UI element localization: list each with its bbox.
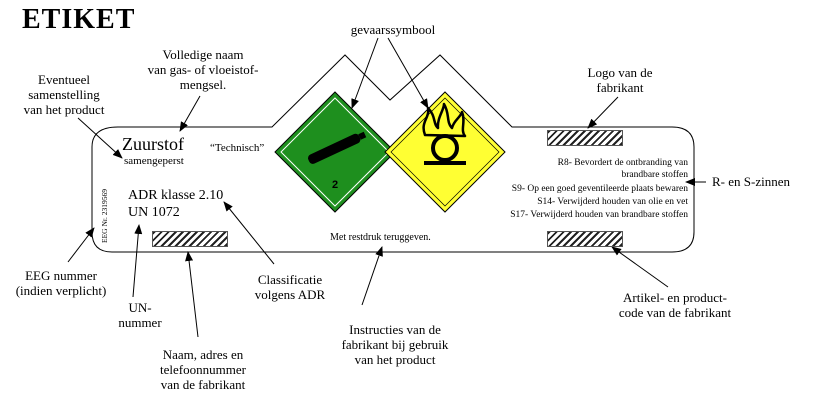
arrow-eventueel	[77, 117, 123, 159]
callout-r-s-zinnen: R- en S-zinnen	[712, 174, 790, 189]
page-title: ETIKET	[22, 4, 136, 35]
usage-instruction: Met restdruk teruggeven.	[330, 232, 431, 243]
rs-line: S9- Op een goed geventileerde plaats bew…	[511, 184, 688, 194]
eeg-number: EEG Nr. 2319569	[100, 189, 109, 243]
callout-eventueel: Eventueel samenstelling van het product	[23, 72, 105, 117]
arrow-instructies	[361, 246, 383, 306]
yellow-diamond	[384, 91, 506, 213]
adr-class: ADR klasse 2.10	[128, 188, 224, 203]
callout-volledige-naam: Volledige naam van gas- of vloeistof- me…	[147, 47, 259, 92]
rs-line: brandbare stoffen	[621, 170, 688, 180]
callout-instructies: Instructies van de fabrikant bij gebruik…	[341, 322, 449, 367]
callout-gevaarssymbool: gevaarssymbool	[350, 22, 436, 37]
callout-un-nummer: UN- nummer	[118, 300, 162, 330]
manufacturer-address-placeholder	[152, 231, 228, 247]
arrow-gevaarssymbool-right	[387, 37, 429, 109]
callout-logo: Logo van de fabrikant	[587, 65, 653, 95]
logo-placeholder	[547, 130, 623, 146]
arrow-volledige-naam	[179, 95, 201, 132]
rs-line: S14- Verwijderd houden van olie en vet	[537, 197, 688, 207]
product-name: Zuurstof	[122, 134, 184, 154]
article-code-placeholder	[547, 231, 623, 247]
arrow-classificatie	[223, 201, 275, 265]
arrow-naam-adres	[185, 251, 199, 338]
callout-eeg-nummer: EEG nummer (indien verplicht)	[15, 268, 107, 298]
arrow-eeg	[67, 227, 95, 263]
callout-artikel-code: Artikel- en product- code van de fabrika…	[618, 290, 732, 320]
callout-classificatie: Classificatie volgens ADR	[254, 272, 326, 302]
gas-cylinder-icon	[308, 131, 367, 164]
label-outline	[91, 54, 695, 253]
diamond-number: 2	[332, 179, 338, 191]
product-state: samengeperst	[124, 155, 184, 167]
r-s-phrases: R8- Bevordert de ontbranding van brandba…	[470, 158, 688, 224]
rs-line: R8- Bevordert de ontbranding van	[557, 158, 688, 168]
arrow-gevaarssymbool-left	[351, 37, 379, 109]
rs-line: S17- Verwijderd houden van brandbare sto…	[510, 210, 688, 220]
arrow-artikel	[611, 246, 669, 288]
arrow-un	[132, 224, 143, 298]
callout-naam-adres: Naam, adres en telefoonnummer van de fab…	[160, 347, 246, 392]
un-number: UN 1072	[128, 205, 180, 220]
arrow-logo	[587, 96, 619, 129]
product-grade: “Technisch”	[210, 142, 265, 154]
